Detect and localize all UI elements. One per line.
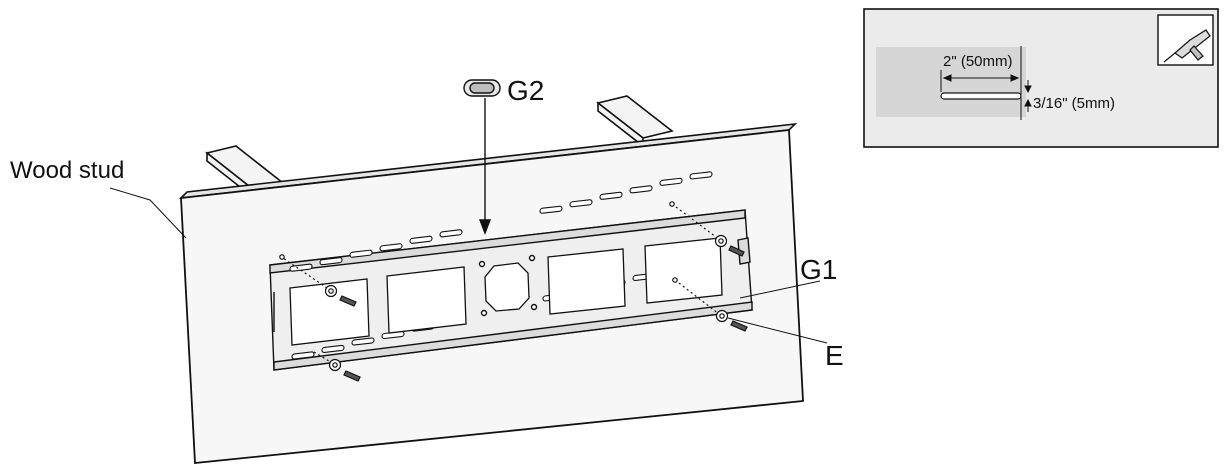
leader-lines — [109, 187, 828, 344]
lag-bolt-top-left — [279, 254, 357, 307]
label-wood-stud: Wood stud — [10, 157, 124, 184]
label-g1: G1 — [800, 254, 837, 285]
mounting-plate — [269, 171, 753, 371]
plate-windows — [289, 237, 723, 346]
lag-bolt-bottom-right — [672, 277, 748, 332]
level-part-g2 — [463, 79, 501, 97]
lag-bolt-bottom-left — [313, 351, 361, 382]
drill-detail-inset: 2" (50mm) 3/16" (5mm) — [863, 8, 1219, 148]
label-g2: G2 — [507, 75, 544, 106]
g2-arrow — [478, 98, 492, 235]
drill-icon — [1157, 14, 1214, 66]
top-slot-row — [289, 171, 713, 272]
label-e: E — [825, 340, 844, 371]
inset-diameter-label: 3/16" (5mm) — [1033, 95, 1115, 112]
inset-depth-label: 2" (50mm) — [943, 53, 1013, 70]
lag-bolt-top-right — [669, 201, 745, 257]
plate-center-cutout — [484, 262, 530, 312]
